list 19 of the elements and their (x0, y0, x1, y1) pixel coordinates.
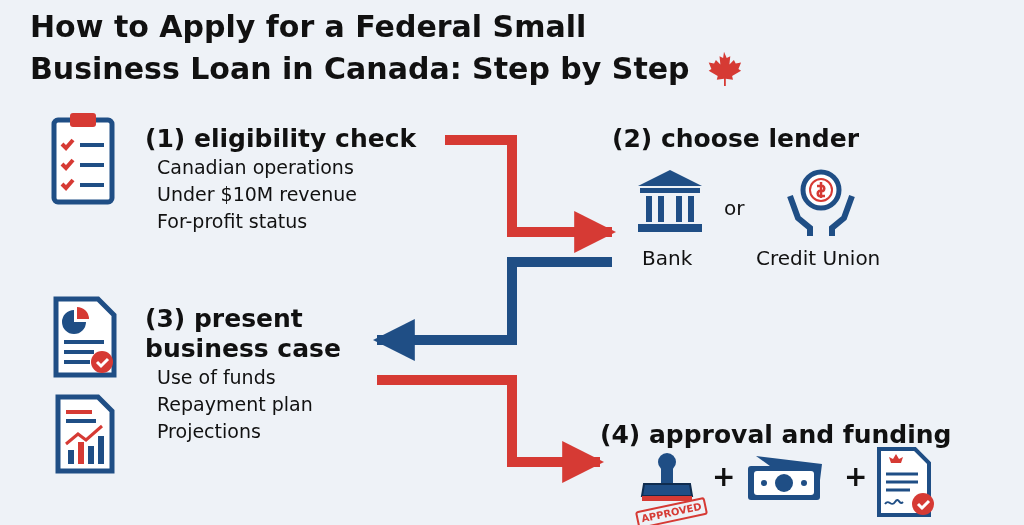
connector-word: or (724, 196, 745, 220)
icon-caption: Bank (642, 246, 693, 270)
arrow (445, 135, 617, 253)
arrow (372, 257, 612, 361)
step-heading: (4) approval and funding (600, 420, 953, 450)
bullet-item: Repayment plan (157, 392, 314, 417)
step-heading: (1) eligibility check (145, 124, 418, 154)
step-heading: (3) present business case (145, 304, 342, 364)
step-heading: (2) choose lender (612, 124, 860, 154)
arrow (377, 375, 605, 483)
title: How to Apply for a Federal Small Business Loan in Canada: Step by Step (30, 8, 691, 88)
plus-sign: + (844, 460, 868, 493)
bullet-item: Under $10M revenue (157, 182, 359, 207)
bullet-item: Canadian operations (157, 155, 355, 180)
icon-caption: Credit Union (756, 246, 881, 270)
bullet-item: For-profit status (157, 209, 309, 234)
bullet-item: Projections (157, 419, 262, 444)
bullet-item: Use of funds (157, 365, 277, 390)
plus-sign: + (712, 460, 736, 493)
